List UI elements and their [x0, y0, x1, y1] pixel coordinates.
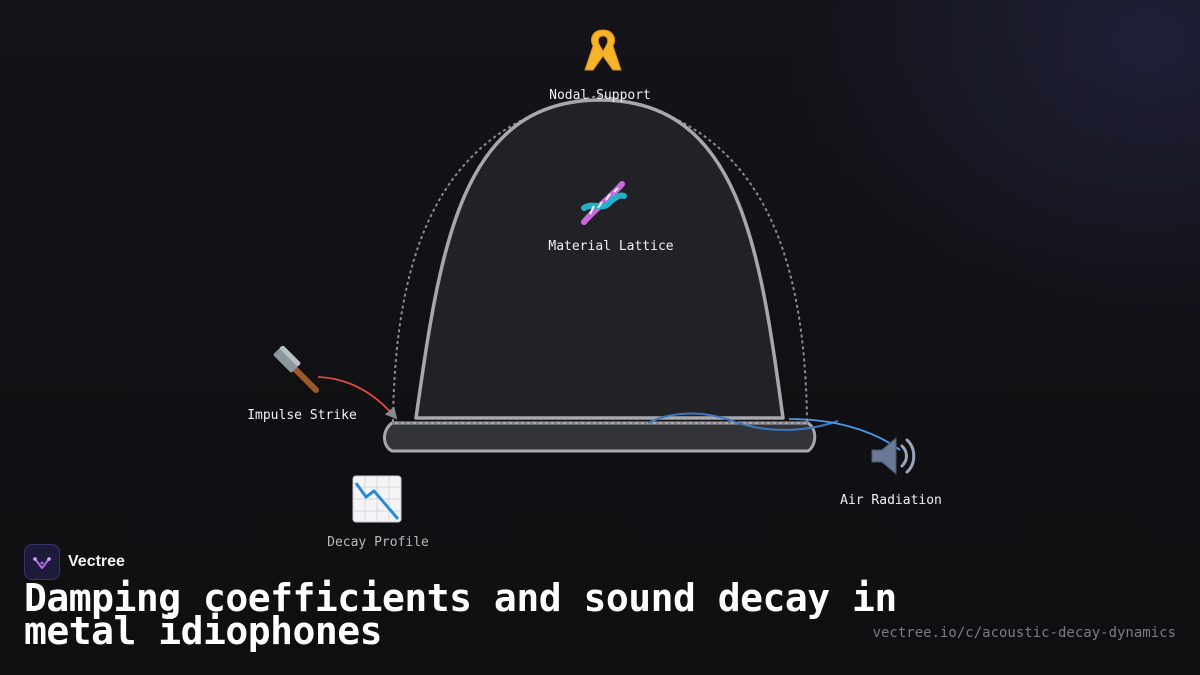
- nodal-support-label: Nodal Support: [549, 88, 651, 103]
- ribbon-icon: [575, 26, 631, 78]
- impulse-strike-label: Impulse Strike: [247, 408, 357, 423]
- rim-wave: [647, 412, 839, 431]
- brand-name: Vectree: [68, 553, 125, 570]
- vectree-logo-icon: [24, 544, 60, 580]
- chart-decreasing-icon: [352, 475, 402, 523]
- hammer-icon: [270, 345, 322, 396]
- decay-profile-label: Decay Profile: [327, 535, 429, 550]
- page-title: Damping coefficients and sound decay in …: [24, 576, 897, 653]
- speaker-icon: [866, 430, 920, 480]
- bell-body: [414, 98, 785, 420]
- dna-icon: [576, 178, 628, 228]
- strike-arrow: [317, 376, 398, 420]
- brand: Vectree: [24, 544, 125, 580]
- air-radiation-label: Air Radiation: [840, 493, 942, 508]
- vibration-outline: [392, 94, 808, 423]
- material-lattice-label: Material Lattice: [548, 239, 674, 254]
- source-url: vectree.io/c/acoustic-decay-dynamics: [872, 625, 1176, 641]
